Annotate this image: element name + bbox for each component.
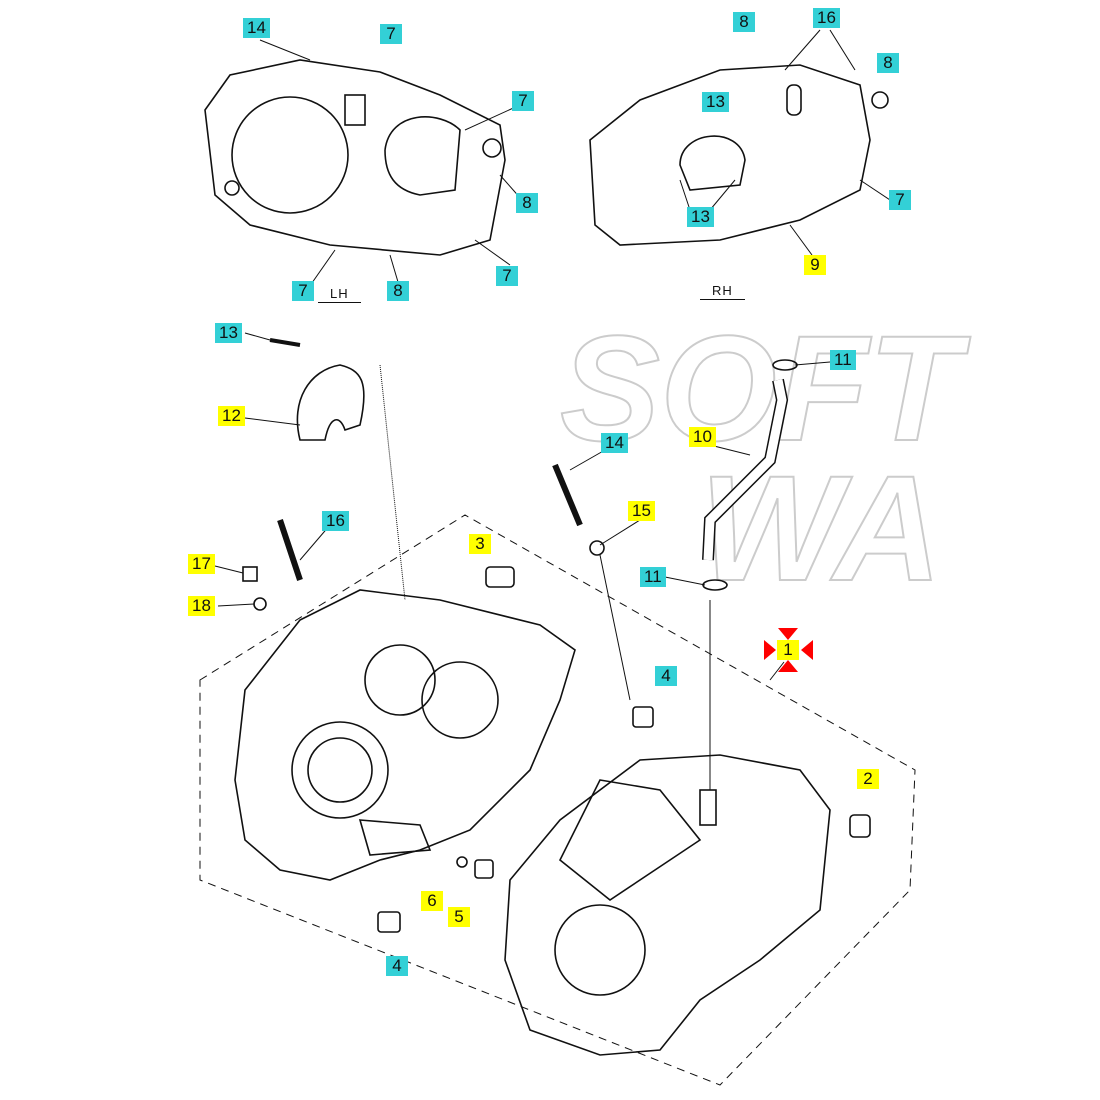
callout[interactable]: 11: [640, 567, 666, 587]
cover-plate: [296, 364, 365, 441]
callout[interactable]: 7: [292, 281, 314, 301]
callout[interactable]: 13: [702, 92, 729, 112]
rh-label: RH: [700, 283, 745, 300]
callout[interactable]: 6: [421, 891, 443, 911]
callout[interactable]: 4: [655, 666, 677, 686]
callout[interactable]: 17: [188, 554, 215, 574]
callout[interactable]: 14: [601, 433, 628, 453]
lh-gasket: [204, 59, 506, 256]
callout[interactable]: 13: [215, 323, 242, 343]
callout[interactable]: 5: [448, 907, 470, 927]
callout[interactable]: 10: [689, 427, 716, 447]
callout[interactable]: 7: [380, 24, 402, 44]
callout[interactable]: 4: [386, 956, 408, 976]
svg-text:WA: WA: [700, 444, 942, 612]
callout[interactable]: 11: [830, 350, 856, 370]
lh-label: LH: [318, 286, 361, 303]
callout[interactable]: 14: [243, 18, 270, 38]
crankcase-left: [234, 589, 576, 881]
callout[interactable]: 8: [516, 193, 538, 213]
callout[interactable]: 8: [387, 281, 409, 301]
marker-arrows-icon: [764, 628, 813, 672]
callout[interactable]: 12: [218, 406, 245, 426]
callout[interactable]: 1: [777, 640, 799, 660]
callout[interactable]: 7: [496, 266, 518, 286]
callout[interactable]: 2: [857, 769, 879, 789]
callout[interactable]: 3: [469, 534, 491, 554]
callout[interactable]: 7: [889, 190, 911, 210]
callout[interactable]: 13: [687, 207, 714, 227]
callout[interactable]: 18: [188, 596, 215, 616]
rh-gasket: [589, 64, 871, 246]
callout[interactable]: 8: [733, 12, 755, 32]
callout[interactable]: 7: [512, 91, 534, 111]
callout[interactable]: 16: [322, 511, 349, 531]
callout[interactable]: 8: [877, 53, 899, 73]
callout[interactable]: 16: [813, 8, 840, 28]
crankcase-right: [504, 754, 831, 1056]
callout[interactable]: 9: [804, 255, 826, 275]
callout[interactable]: 15: [628, 501, 655, 521]
